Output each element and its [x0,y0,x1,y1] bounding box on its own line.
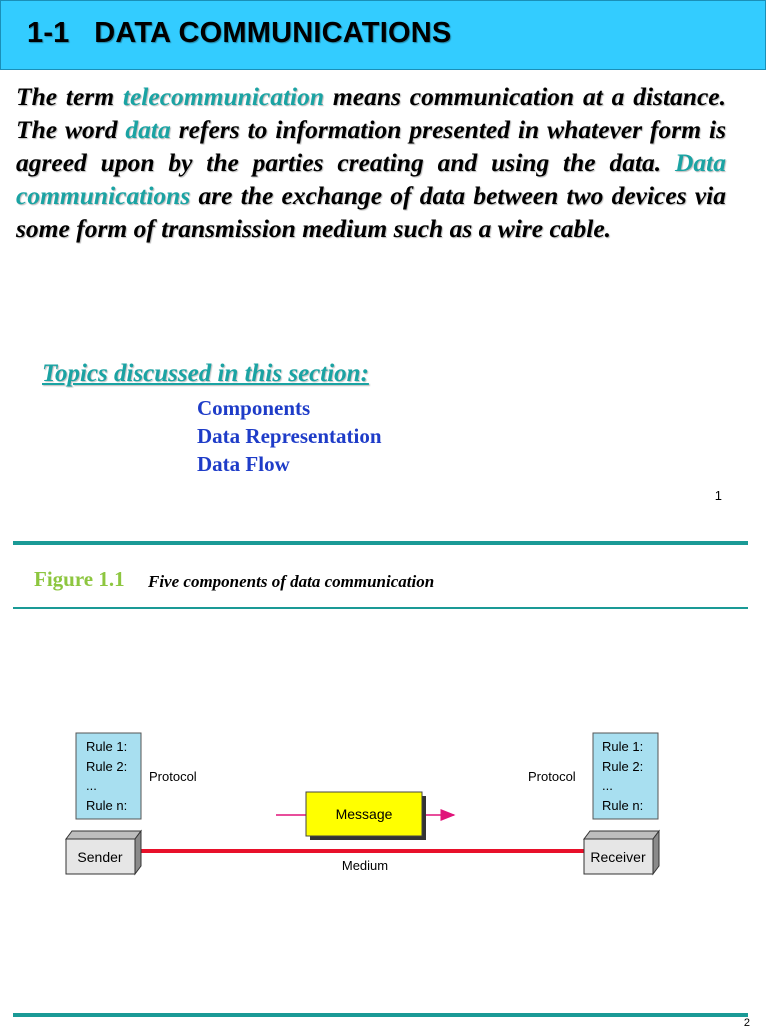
title-bar: 1-1 DATA COMMUNICATIONS [0,0,766,70]
receiver-rules-box: Rule 1: Rule 2: ... Rule n: [592,732,659,820]
page-number-2: 2 [743,1017,750,1029]
protocol-label-right: Protocol [528,769,576,784]
topics-list: Components Data Representation Data Flow [197,394,382,478]
sender-rule-1: Rule 1: [86,739,127,754]
message-label: Message [336,806,393,822]
medium-label: Medium [342,858,388,873]
receiver-label: Receiver [590,849,646,865]
intro-text-1: The term [16,82,123,111]
receiver-rule-n: Rule n: [602,798,643,813]
figure-caption: Five components of data communication [148,572,435,591]
keyword-telecommunication: telecommunication [122,82,325,111]
topic-item: Components [197,396,311,420]
caption-rule [13,607,748,609]
sender-rule-2: Rule 2: [86,759,127,774]
protocol-label-left: Protocol [149,769,197,784]
intro-text-4: are the exchange of data between two dev… [16,181,726,243]
separator-rule [13,541,748,545]
message-box: Message [305,791,426,840]
receiver-rule-2: Rule 2: [602,759,643,774]
keyword-data: data [125,115,171,144]
receiver-box: Receiver [583,829,660,876]
figure-label: Figure 1.1 [34,567,125,591]
intro-text-3: refers to information presented in whate… [16,115,726,177]
bottom-rule [13,1013,748,1017]
receiver-rule-1: Rule 1: [602,739,643,754]
topic-item: Data Flow [197,452,290,476]
data-communication-diagram: Rule 1: Rule 2: ... Rule n: Rule 1: Rule… [65,732,660,876]
sender-rule-n: Rule n: [86,798,127,813]
sender-rule-ellipsis: ... [86,778,97,793]
sender-label: Sender [77,849,122,865]
slide-title: 1-1 DATA COMMUNICATIONS [27,17,452,49]
page-number-1: 1 [714,488,722,503]
intro-text-2: means communication at a distance. The w… [16,82,726,144]
sender-rules-box: Rule 1: Rule 2: ... Rule n: [75,732,142,820]
receiver-rule-ellipsis: ... [602,778,613,793]
keyword-data-communications: Data communications [16,148,726,210]
topics-heading: Topics discussed in this section: [42,360,369,387]
sender-box: Sender [65,829,142,876]
topic-item: Data Representation [197,424,382,448]
intro-paragraph: The term telecommunication means communi… [16,80,726,245]
